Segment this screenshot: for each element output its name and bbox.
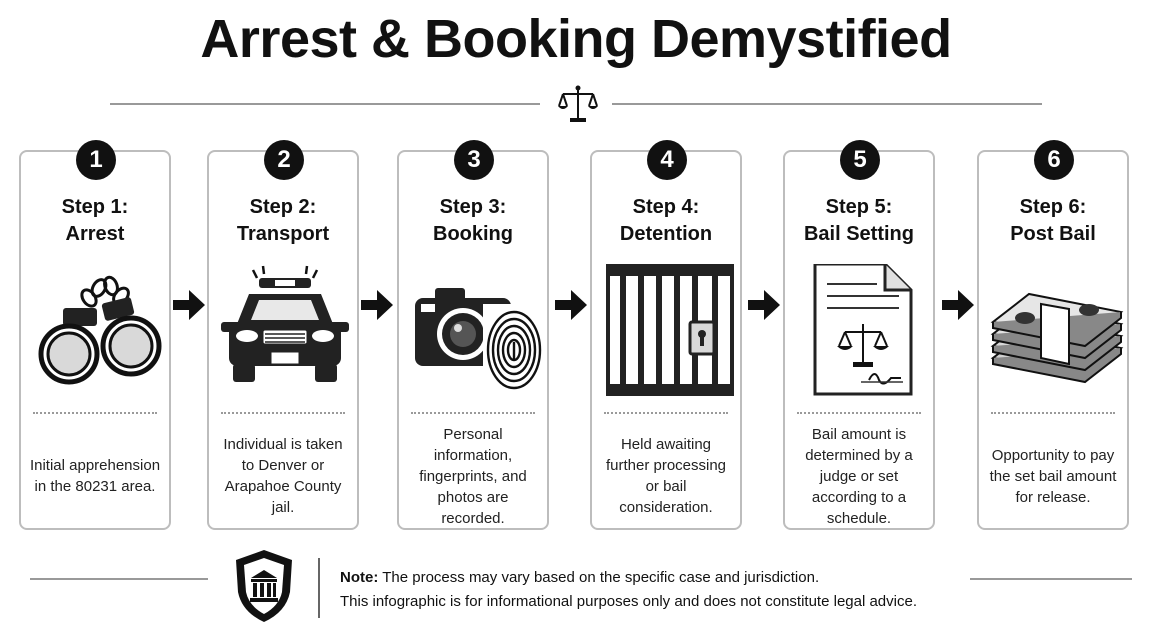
courthouse-shield-icon xyxy=(236,550,292,622)
step-card-1: Step 1: Arrest Initial apprehension in t… xyxy=(19,150,171,530)
arrow-right-icon xyxy=(173,290,205,320)
step-badge-2: 2 xyxy=(264,140,304,180)
step-number-label: Step 3: xyxy=(439,196,507,218)
page-title: Arrest & Booking Demystified xyxy=(200,9,952,69)
step-name: Post Bail xyxy=(1010,223,1096,245)
step-name: Transport xyxy=(236,223,330,245)
step-description: Personal information, fingerprints, and … xyxy=(419,425,527,527)
arrow-right-icon xyxy=(555,290,587,320)
step-number-label: Step 6: xyxy=(1019,196,1087,218)
step-description: Individual is taken to Denver or Arapaho… xyxy=(223,436,343,516)
step-badge-1: 1 xyxy=(76,140,116,180)
step-name: Arrest xyxy=(65,223,125,245)
dotted-divider xyxy=(33,412,157,414)
step-name: Bail Setting xyxy=(803,223,914,245)
footer-separator xyxy=(318,558,320,618)
footer-note: Note: The process may vary based on the … xyxy=(340,566,917,614)
jail-cell-icon xyxy=(606,264,734,396)
step-card-5: Step 5: Bail Setting Bail amount is dete… xyxy=(783,150,935,530)
step-number-label: Step 2: xyxy=(249,196,317,218)
footer-divider-right xyxy=(970,578,1132,580)
footer-divider-left xyxy=(30,578,208,580)
step-card-4: Step 4: Detention Held awaiting further … xyxy=(590,150,742,530)
step-card-2: Step 2: Transport Individual is taken to… xyxy=(207,150,359,530)
step-badge-5: 5 xyxy=(840,140,880,180)
disclaimer-text: This infographic is for informational pu… xyxy=(340,593,917,610)
note-label: Note: xyxy=(340,569,379,586)
arrow-right-icon xyxy=(361,290,393,320)
dotted-divider xyxy=(604,412,728,414)
dotted-divider xyxy=(411,412,535,414)
step-name: Detention xyxy=(619,223,713,245)
step-card-6: Step 6: Post Bail Opportunity to pay the… xyxy=(977,150,1129,530)
title-divider-left xyxy=(110,103,540,105)
note-line: Note: The process may vary based on the … xyxy=(340,566,917,590)
step-description: Opportunity to pay the set bail amount f… xyxy=(989,446,1117,506)
scales-of-justice-icon xyxy=(558,85,598,122)
dotted-divider xyxy=(797,412,921,414)
legal-document-icon xyxy=(813,264,913,396)
step-description: Bail amount is determined by a judge or … xyxy=(805,425,913,527)
dotted-divider xyxy=(221,412,345,414)
dotted-divider xyxy=(991,412,1115,414)
fingerprint-icon xyxy=(483,304,545,394)
police-car-icon xyxy=(221,265,349,382)
title-divider-right xyxy=(612,103,1042,105)
handcuffs-icon xyxy=(38,275,162,385)
step-number-label: Step 4: xyxy=(632,196,700,218)
step-badge-6: 6 xyxy=(1034,140,1074,180)
step-number-label: Step 1: xyxy=(61,196,129,218)
money-stack-icon xyxy=(990,292,1124,384)
step-badge-3: 3 xyxy=(454,140,494,180)
arrow-right-icon xyxy=(748,290,780,320)
arrow-right-icon xyxy=(942,290,974,320)
step-card-3: Step 3: Booking Personal information, fi… xyxy=(397,150,549,530)
step-description: Held awaiting further processing or bail… xyxy=(605,436,727,516)
step-number-label: Step 5: xyxy=(825,196,893,218)
step-badge-4: 4 xyxy=(647,140,687,180)
step-name: Booking xyxy=(433,223,513,245)
step-description: Initial apprehension in the 80231 area. xyxy=(29,457,161,495)
note-text: The process may vary based on the specif… xyxy=(382,569,820,586)
